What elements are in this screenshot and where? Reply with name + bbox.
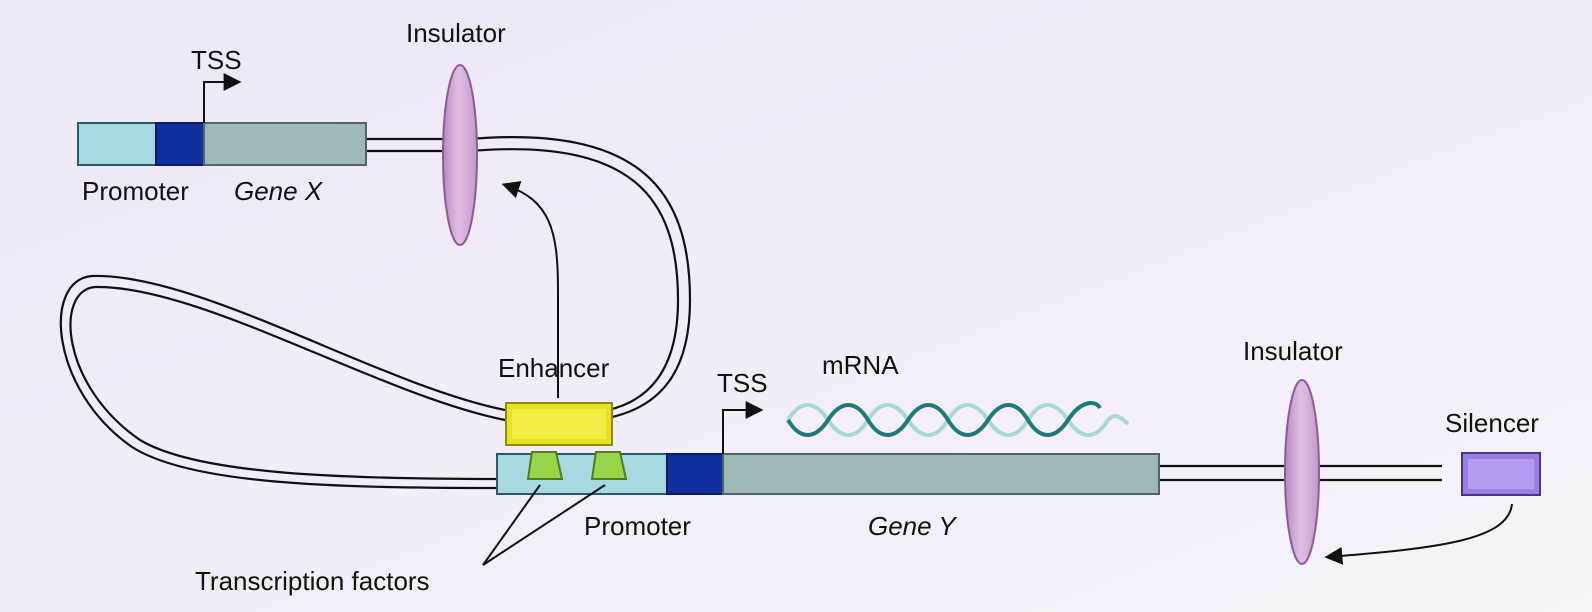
transcription-factor-2 [590, 451, 628, 480]
gene-y-block [722, 453, 1160, 495]
tss-top-label: TSS [191, 45, 242, 75]
tss-y-block [666, 453, 724, 495]
enhancer-block [505, 402, 613, 446]
transcription-factor-1 [526, 451, 564, 480]
mrna-strand-light [786, 403, 1130, 437]
promoter-top-label: Promoter [82, 176, 189, 206]
insulator-top [442, 64, 478, 246]
dna-loop-upper-inner [365, 148, 680, 412]
promoter-y-block [496, 453, 670, 495]
gene-x-block [203, 122, 367, 166]
tss-y-arrow [722, 401, 764, 454]
enhancer-label: Enhancer [498, 353, 610, 383]
dna-loop-left-outer [69, 285, 506, 481]
dna-loop-left-inner [59, 274, 506, 490]
silencer-block [1461, 452, 1541, 496]
insulator-right-label: Insulator [1243, 336, 1343, 366]
tss-bottom-label: TSS [717, 368, 768, 398]
silencer-to-insulator-arrow [1324, 503, 1513, 565]
promoter-bottom-label: Promoter [584, 511, 691, 541]
dna-loop-upper-outer [365, 136, 692, 420]
mrna-label: mRNA [822, 350, 899, 380]
insulator-top-label: Insulator [406, 18, 506, 48]
promoter-x-block [77, 122, 159, 166]
transcription-factors-label: Transcription factors [195, 566, 430, 596]
silencer-label: Silencer [1445, 408, 1539, 438]
tss-x-block [155, 122, 205, 166]
insulator-right [1284, 379, 1320, 565]
transcription-factors [526, 451, 628, 480]
gene-y-label: Gene Y [868, 511, 957, 541]
gene-x-locus [77, 73, 367, 166]
tss-x-arrow [203, 73, 242, 123]
gene-y-locus [496, 401, 1160, 495]
transcription-factor-pointers [482, 484, 606, 566]
enhancer-to-insulator-arrow [501, 181, 559, 398]
gene-x-label: Gene X [234, 176, 324, 206]
mrna-wave [786, 401, 1130, 437]
mrna-strand-dark [786, 401, 1102, 437]
